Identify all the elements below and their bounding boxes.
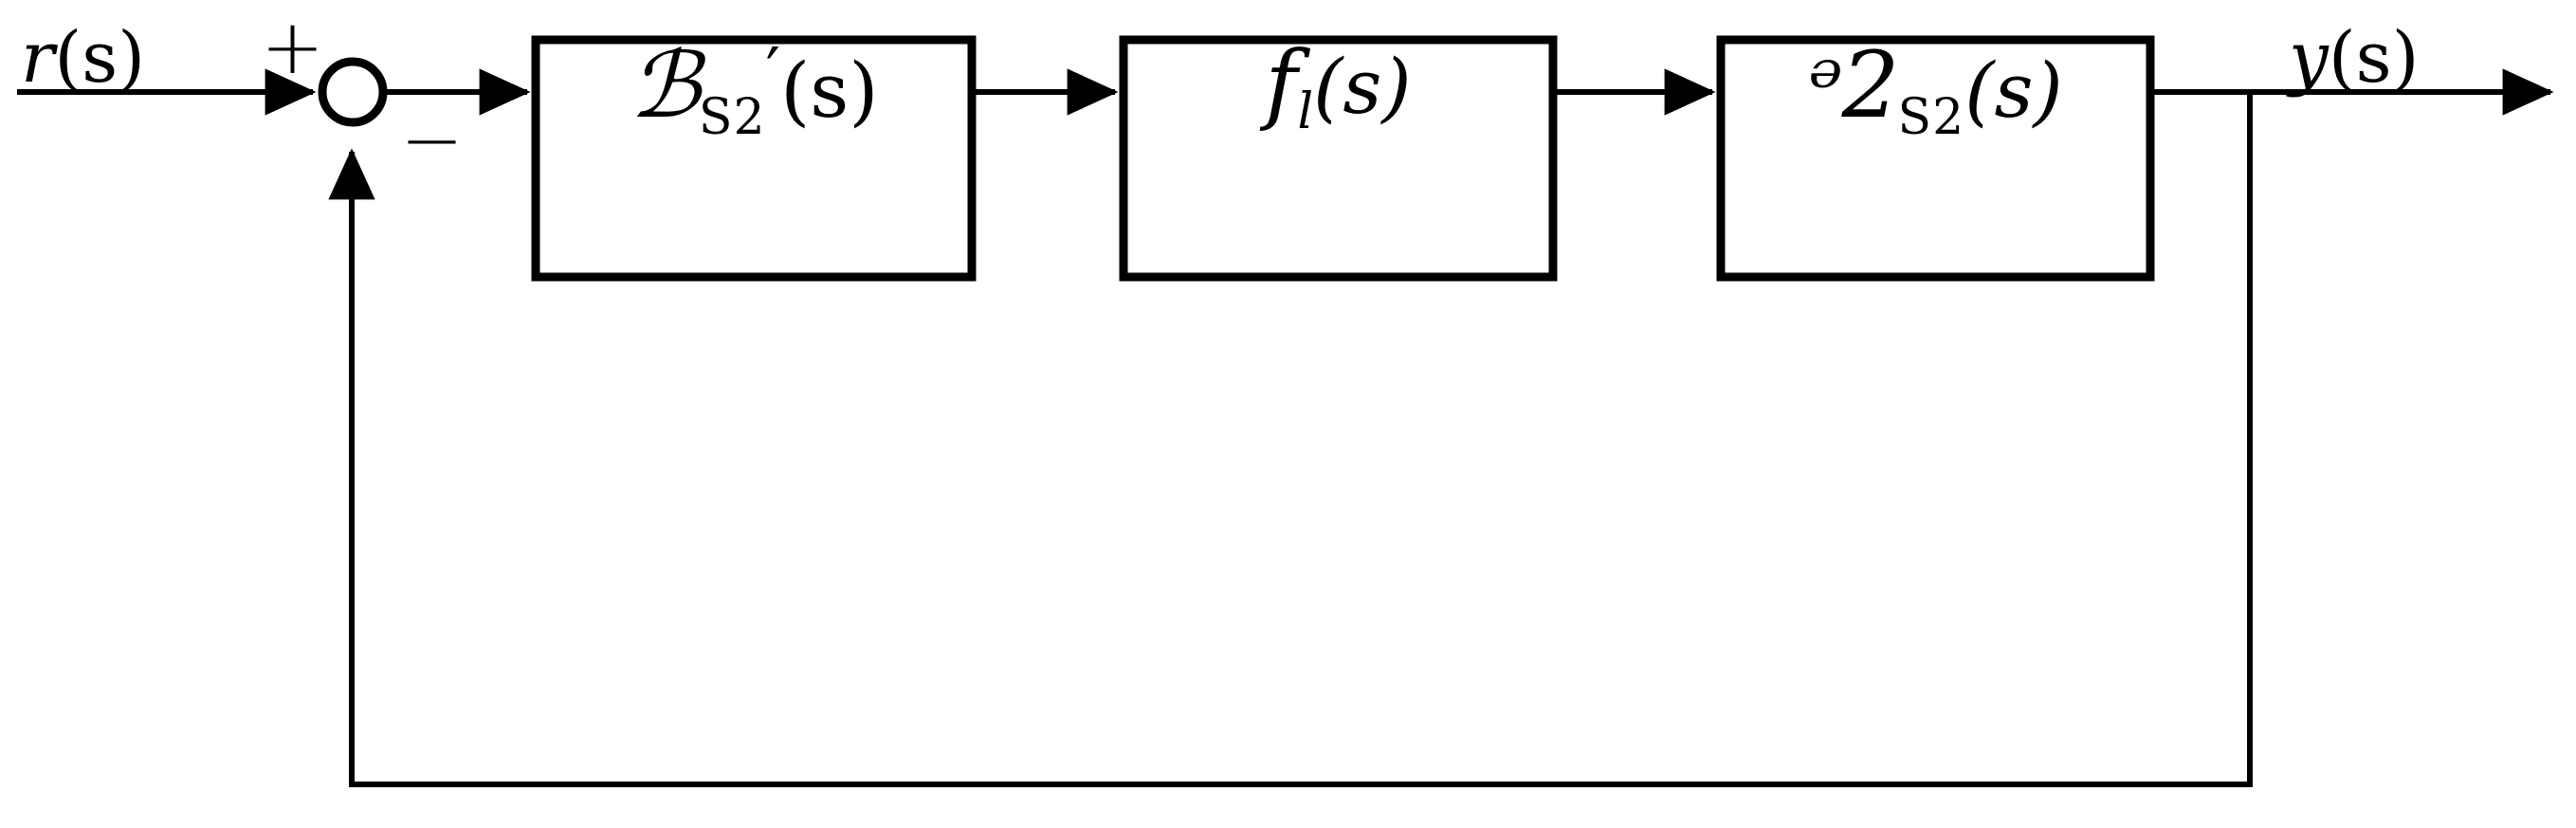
block-plant-arg: (s) [1964,46,2063,135]
input-signal-arg: (s) [54,17,146,99]
block-actuator-subscript: l [1297,83,1314,140]
block-actuator-arg: (s) [1313,43,1412,131]
block-controller-arg: (s) [780,46,879,135]
block-controller-symbol: ℬ [629,32,700,138]
block-actuator-rect [1119,35,1558,282]
block-plant-rect [1716,35,2155,282]
block-actuator-symbol: f [1265,32,1298,134]
input-signal-label: r(s) [21,23,145,93]
block-controller-prime: ′ [765,35,781,110]
output-signal-arg: (s) [2328,17,2420,99]
wire-feedback-path [328,92,2253,787]
output-signal-var: y [2289,17,2329,99]
summing-junction-minus-sign: − [400,96,465,184]
summing-junction-circle [318,57,388,127]
block-plant-symbol: ᵊ2 [1808,32,1899,138]
block-controller-subscript: S2 [698,89,766,146]
input-signal-var: r [21,17,55,99]
block-plant-subscript: S2 [1897,89,1965,146]
block-controller-rect [531,35,977,282]
output-signal-label: y(s) [2289,23,2420,93]
summing-junction-plus-sign: + [261,3,325,91]
